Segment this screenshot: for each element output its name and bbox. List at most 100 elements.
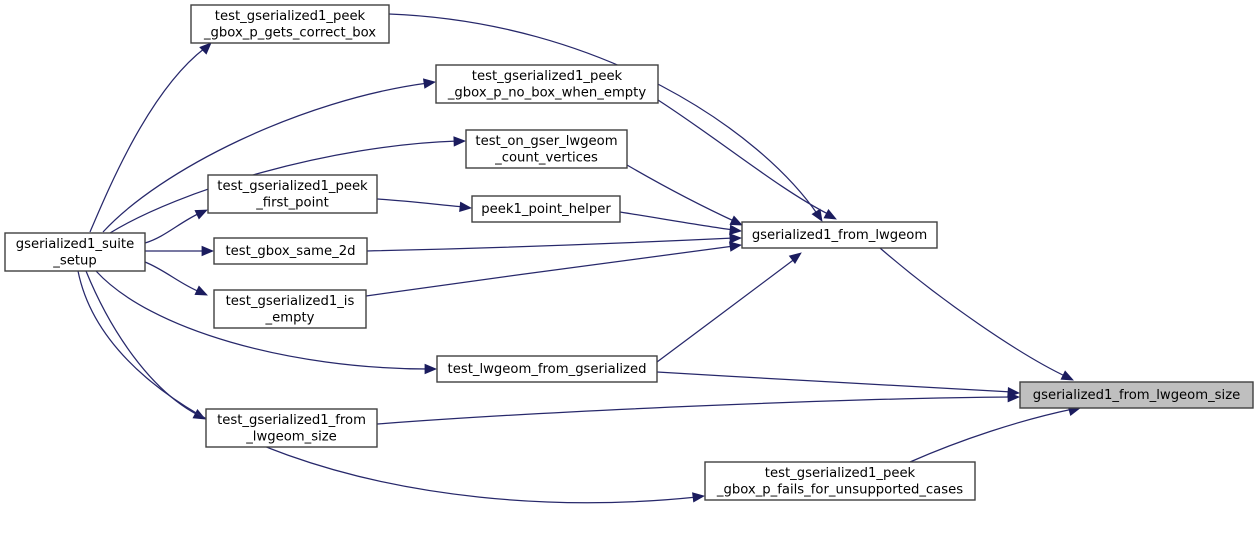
node-test_gbox_same_2d[interactable]: test_gbox_same_2d — [213, 237, 368, 265]
edge-line — [626, 164, 737, 223]
arrowhead-icon — [422, 78, 437, 89]
node-label-line: _empty — [265, 310, 315, 325]
node-label-line: gserialized1_from_lwgeom — [752, 228, 927, 243]
arrowhead-icon — [201, 245, 215, 257]
edge-line — [376, 198, 465, 208]
arrowhead-icon — [729, 224, 743, 235]
node-label-line: gserialized1_suite — [16, 237, 134, 252]
edge-test_gserialized1_from_lwgeom_size-to-gserialized1_from_lwgeom_size — [376, 391, 1021, 425]
arrowhead-icon — [788, 252, 802, 265]
node-box[interactable] — [471, 195, 621, 223]
edge-line — [144, 261, 201, 293]
node-label-line: peek1_point_helper — [481, 202, 611, 217]
edge-gserialized1_suite_setup-to-test_gserialized1_from_lwgeom_size — [85, 270, 206, 420]
edge-gserialized1_suite_setup-to-test_lwgeom_from_gserialized — [95, 270, 438, 375]
edge-line — [656, 257, 797, 363]
edge-line — [388, 13, 819, 216]
node-label-line: _gbox_p_fails_for_unsupported_cases — [716, 482, 963, 497]
edge-line — [366, 237, 735, 252]
node-peek1_point_helper[interactable]: peek1_point_helper — [471, 195, 621, 223]
node-label-line: _setup — [52, 253, 96, 268]
node-label-line: test_gserialized1_peek — [217, 179, 368, 194]
edge-line — [376, 396, 1013, 425]
arrowhead-icon — [424, 363, 438, 375]
node-gserialized1_from_lwgeom_size[interactable]: gserialized1_from_lwgeom_size — [1019, 381, 1254, 409]
nodes-layer: gserialized1_suite_setup test_gserialized… — [4, 4, 1254, 501]
edge-test_gbox_same_2d-to-gserialized1_from_lwgeom — [366, 233, 743, 252]
edge-line — [365, 245, 735, 297]
edge-test_gserialized1_peek_gbox_p_gets_correct_box-to-gserialized1_from_lwgeom — [388, 13, 823, 222]
edge-line — [109, 140, 459, 234]
edge-gserialized1_suite_setup-to-test_gserialized1_peek_gbox_p_fails_for_unsupported_cases — [77, 270, 706, 504]
node-label-line: gserialized1_from_lwgeom_size — [1033, 388, 1241, 403]
node-label-line: _gbox_p_no_box_when_empty — [447, 85, 647, 100]
edge-line — [879, 247, 1068, 378]
arrowhead-icon — [1007, 391, 1021, 403]
node-box[interactable] — [205, 408, 378, 448]
node-test_lwgeom_from_gserialized[interactable]: test_lwgeom_from_gserialized — [436, 355, 658, 383]
edge-line — [909, 408, 1074, 463]
node-gserialized1_from_lwgeom[interactable]: gserialized1_from_lwgeom — [741, 221, 938, 249]
edge-line — [656, 371, 1013, 393]
arrowhead-icon — [823, 209, 837, 220]
node-box[interactable] — [213, 289, 367, 329]
node-test_gserialized1_peek_first_point[interactable]: test_gserialized1_peek_first_point — [207, 174, 378, 214]
node-box[interactable] — [704, 461, 976, 501]
node-test_gserialized1_peek_gbox_p_fails_for_unsupported_cases[interactable]: test_gserialized1_peek_gbox_p_fails_for_… — [704, 461, 976, 501]
node-box[interactable] — [1019, 381, 1254, 409]
edge-test_gserialized1_peek_gbox_p_fails_for_unsupported_cases-to-gserialized1_from_lwgeom_size — [909, 405, 1082, 463]
edge-test_lwgeom_from_gserialized-to-gserialized1_from_lwgeom_size — [656, 371, 1021, 398]
edge-test_gserialized1_peek_gbox_p_no_box_when_empty-to-gserialized1_from_lwgeom — [657, 99, 837, 220]
node-box[interactable] — [435, 64, 659, 104]
node-test_gserialized1_from_lwgeom_size[interactable]: test_gserialized1_from_lwgeom_size — [205, 408, 378, 448]
edge-line — [95, 270, 430, 370]
edge-line — [85, 270, 199, 416]
edge-line — [77, 270, 698, 504]
edges-layer — [77, 13, 1082, 504]
edge-gserialized1_suite_setup-to-test_gserialized1_peek_gbox_p_no_box_when_empty — [102, 78, 437, 233]
node-box[interactable] — [4, 232, 146, 272]
arrowhead-icon — [459, 201, 473, 212]
node-label-line: _count_vertices — [494, 150, 598, 165]
node-label-line: _lwgeom_size — [245, 429, 337, 444]
arrowhead-icon — [194, 209, 208, 220]
edge-gserialized1_suite_setup-to-test_gserialized1_peek_first_point — [144, 209, 208, 244]
arrowhead-icon — [194, 285, 208, 296]
edge-line — [657, 99, 831, 216]
node-box[interactable] — [213, 237, 368, 265]
node-test_on_gser_lwgeom_count_vertices[interactable]: test_on_gser_lwgeom_count_vertices — [465, 129, 628, 169]
edge-gserialized1_suite_setup-to-test_on_gser_lwgeom_count_vertices — [109, 136, 467, 234]
arrowhead-icon — [1060, 370, 1074, 381]
node-test_gserialized1_peek_gbox_p_gets_correct_box[interactable]: test_gserialized1_peek_gbox_p_gets_corre… — [190, 4, 390, 44]
edge-gserialized1_suite_setup-to-test_gserialized1_is_empty — [144, 261, 208, 296]
node-gserialized1_suite_setup[interactable]: gserialized1_suite_setup — [4, 232, 146, 272]
node-label-line: test_gserialized1_peek — [472, 69, 623, 84]
edge-test_lwgeom_from_gserialized-to-gserialized1_from_lwgeom — [656, 252, 802, 363]
node-label-line: test_gserialized1_from — [217, 413, 366, 428]
arrowhead-icon — [729, 233, 743, 244]
node-label-line: test_on_gser_lwgeom — [475, 134, 617, 149]
arrowhead-icon — [692, 492, 706, 503]
node-test_gserialized1_peek_gbox_p_no_box_when_empty[interactable]: test_gserialized1_peek_gbox_p_no_box_whe… — [435, 64, 659, 104]
node-label-line: test_lwgeom_from_gserialized — [448, 362, 647, 377]
edge-line — [619, 211, 735, 231]
node-box[interactable] — [436, 355, 658, 383]
arrowhead-icon — [729, 215, 743, 226]
node-label-line: _gbox_p_gets_correct_box — [203, 25, 376, 40]
node-label-line: test_gserialized1_peek — [215, 9, 366, 24]
arrowhead-icon — [453, 136, 467, 147]
node-label-line: _first_point — [255, 195, 329, 210]
node-box[interactable] — [465, 129, 628, 169]
node-box[interactable] — [741, 221, 938, 249]
arrowhead-icon — [811, 208, 823, 222]
node-box[interactable] — [207, 174, 378, 214]
node-label-line: test_gserialized1_is — [226, 294, 355, 309]
edge-gserialized1_suite_setup-to-test_gbox_same_2d — [145, 245, 215, 257]
node-box[interactable] — [190, 4, 390, 44]
arrowhead-icon — [728, 241, 743, 252]
edge-line — [144, 212, 201, 244]
node-label-line: test_gbox_same_2d — [226, 244, 356, 259]
node-test_gserialized1_is_empty[interactable]: test_gserialized1_is_empty — [213, 289, 367, 329]
